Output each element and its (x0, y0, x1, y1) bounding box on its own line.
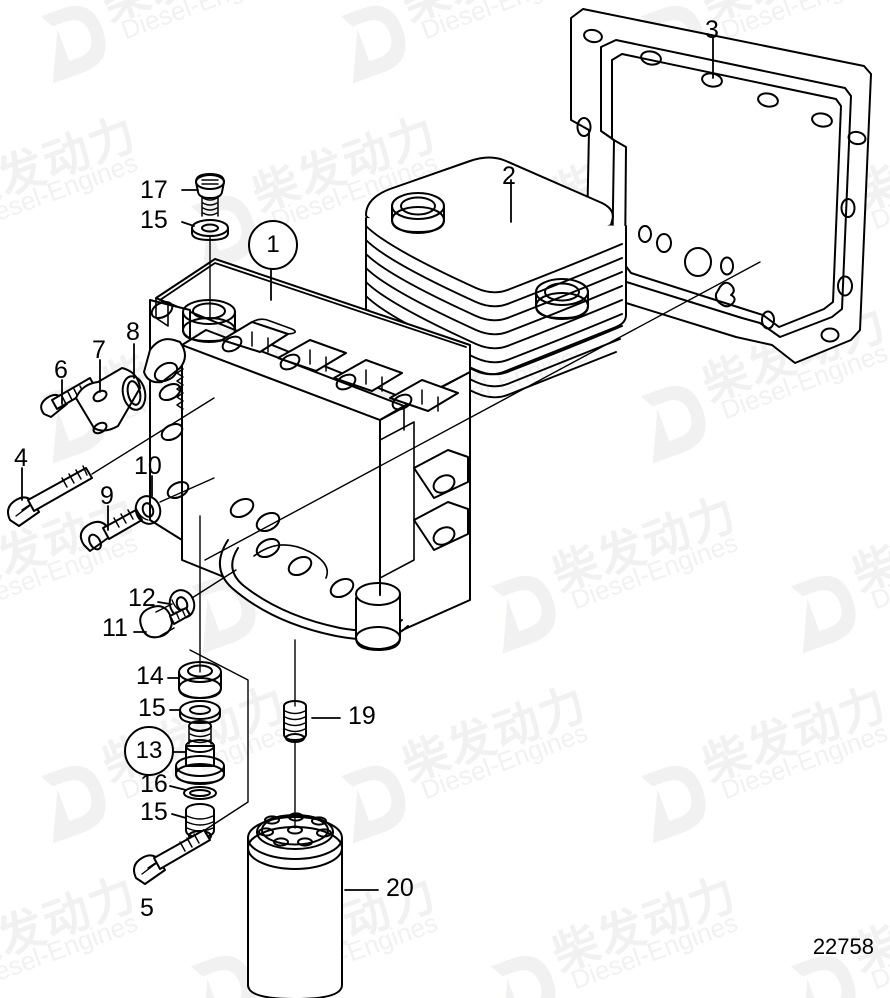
callout-2: 2 (502, 162, 516, 190)
leader-lines (21, 37, 761, 891)
part-sealing-ring-15 (179, 700, 221, 724)
callout-17: 16 (140, 770, 168, 798)
callout-5: 5 (140, 894, 154, 922)
housing-port-flange (143, 338, 186, 384)
callout-6: 6 (54, 356, 68, 384)
callout-1: 1 (248, 220, 298, 270)
part-compression-spring-19 (283, 700, 307, 743)
part-bypass-valve-assembly (175, 720, 225, 785)
callout-16: 15 (140, 798, 168, 826)
callout-12: 12 (128, 584, 156, 612)
callout-3: 3 (705, 16, 719, 44)
part-o-ring-17 (183, 786, 217, 800)
callout-14: 14 (136, 662, 164, 690)
callout-10: 10 (134, 452, 162, 480)
callout-20: 20 (386, 874, 414, 902)
callout-13: 13 (124, 726, 174, 776)
part-oil-filter (247, 812, 343, 998)
part-hex-bolt-4 (7, 465, 93, 527)
part-cover-gasket (570, 8, 872, 364)
part-plug-screw-11 (139, 603, 191, 639)
callout-15-lower: 15 (138, 694, 166, 722)
drawing-number: 22758 (812, 934, 874, 959)
part-screw-plug (195, 173, 225, 217)
callout-9: 9 (100, 482, 114, 510)
callout-15-top: 15 (140, 206, 168, 234)
part-threaded-insert-16 (185, 803, 215, 842)
callout-19: 19 (348, 702, 376, 730)
callout-18: 17 (140, 176, 168, 204)
callout-7: 7 (92, 336, 106, 364)
callout-8: 8 (126, 318, 140, 346)
callout-4: 4 (14, 444, 28, 472)
part-o-ring-8 (121, 375, 147, 411)
part-washer-10 (134, 495, 162, 525)
part-cap-screw-9 (79, 509, 143, 552)
part-hex-bolt-5 (133, 829, 211, 885)
callout-11: 11 (102, 614, 128, 642)
